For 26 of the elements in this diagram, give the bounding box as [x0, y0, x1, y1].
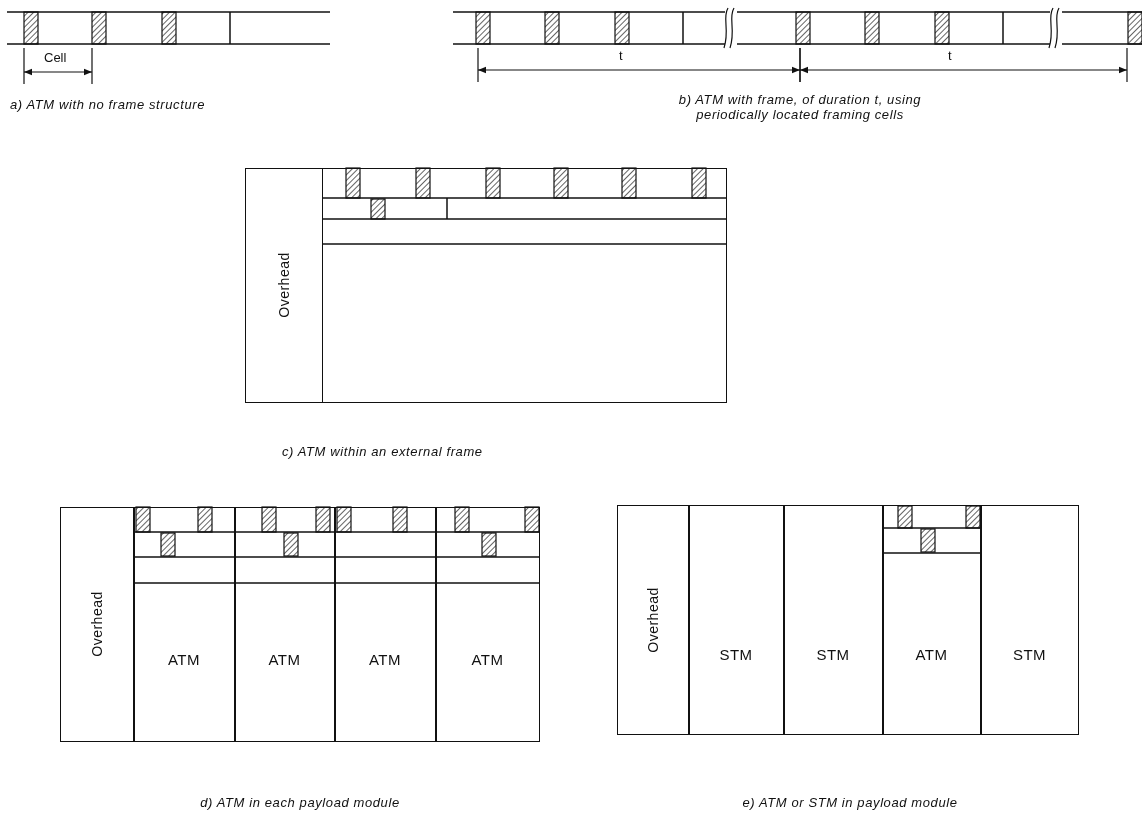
figure-caption: a) ATM with no frame structure [10, 97, 205, 112]
payload-module [133, 506, 235, 742]
module-label: STM [719, 646, 753, 663]
figure-caption: c) ATM within an external frame [282, 444, 483, 459]
module-label: ATM [268, 650, 301, 668]
figure-caption: b) ATM with frame, of duration t, using periodically located framing cells [677, 92, 923, 122]
overhead-label: Overhead [644, 586, 661, 653]
payload-module [234, 506, 335, 742]
payload-module [882, 504, 981, 735]
payload-module [688, 504, 784, 735]
overhead-label: Overhead [275, 252, 292, 318]
module-label: ATM [368, 650, 402, 668]
module-label: ATM [471, 650, 504, 668]
dimension-label: t [617, 48, 625, 63]
frame-box [245, 168, 727, 403]
overhead-label: Overhead [88, 591, 105, 657]
payload-module [334, 506, 436, 742]
figure-caption: d) ATM in each payload module [199, 795, 401, 810]
module-label: STM [816, 646, 850, 663]
module-label: ATM [915, 646, 948, 663]
figure-caption: e) ATM or STM in payload module [741, 795, 959, 810]
module-label: STM [1012, 646, 1047, 663]
payload-module [783, 504, 883, 735]
dimension-label: Cell [42, 50, 69, 65]
dimension-label: t [946, 48, 954, 63]
module-label: ATM [167, 650, 201, 668]
